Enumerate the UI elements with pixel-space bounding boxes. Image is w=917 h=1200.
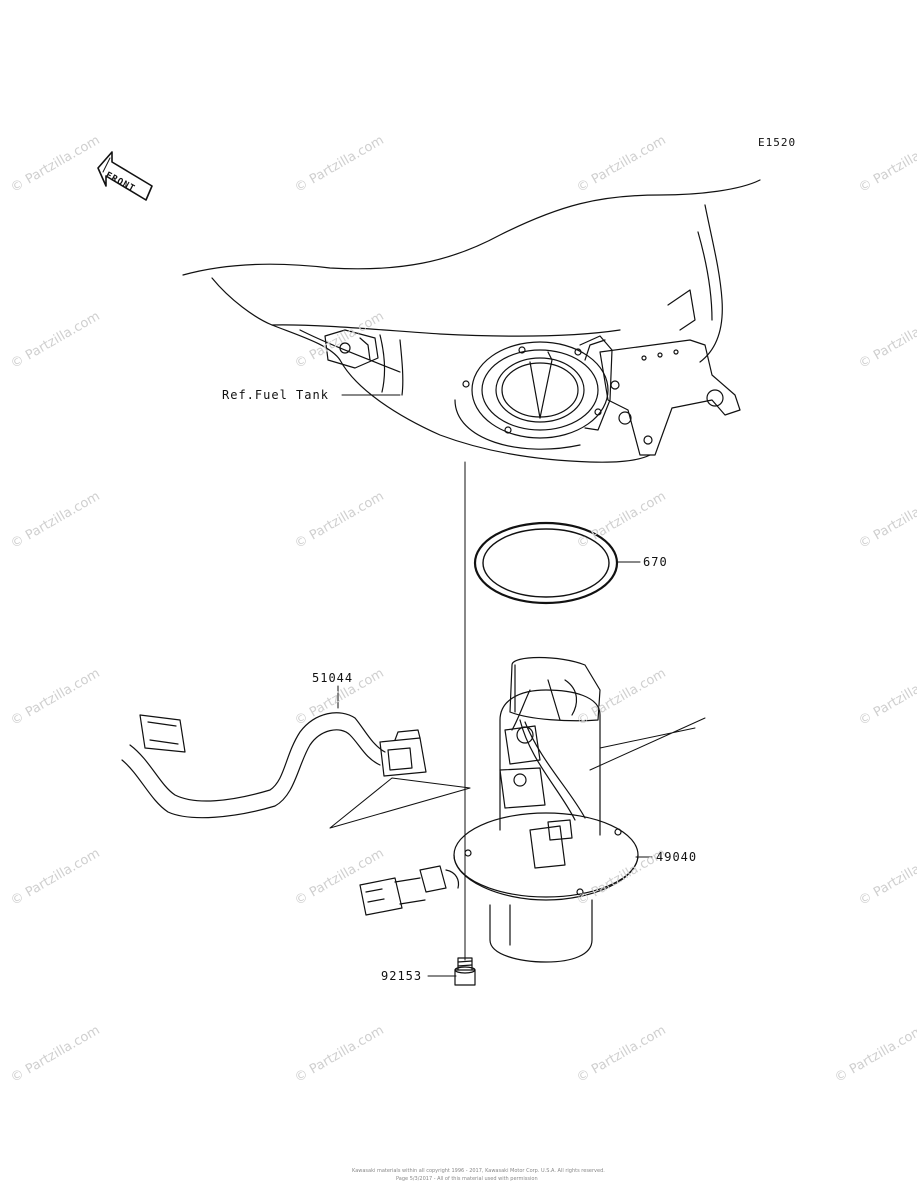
copyright-line: Kawasaki materials within all copyright … bbox=[352, 1168, 605, 1174]
diagram-code: E1520 bbox=[758, 136, 797, 149]
permission-line: Page 5/3/2017 - All of this material use… bbox=[396, 1176, 538, 1182]
label-bolt: 92153 bbox=[381, 969, 423, 983]
label-fuel-tank: Ref.Fuel Tank bbox=[222, 388, 329, 402]
fuel-pump-assembly bbox=[359, 656, 639, 963]
label-harness: 51044 bbox=[312, 671, 354, 685]
gasket-ring bbox=[473, 521, 619, 605]
bolt bbox=[454, 957, 476, 986]
wire-harness bbox=[121, 712, 427, 819]
projection-lines bbox=[329, 717, 706, 829]
front-arrow-icon bbox=[97, 151, 153, 201]
fuel-tank-outline bbox=[182, 179, 761, 463]
label-gasket: 670 bbox=[643, 555, 668, 569]
label-pump: 49040 bbox=[656, 850, 698, 864]
